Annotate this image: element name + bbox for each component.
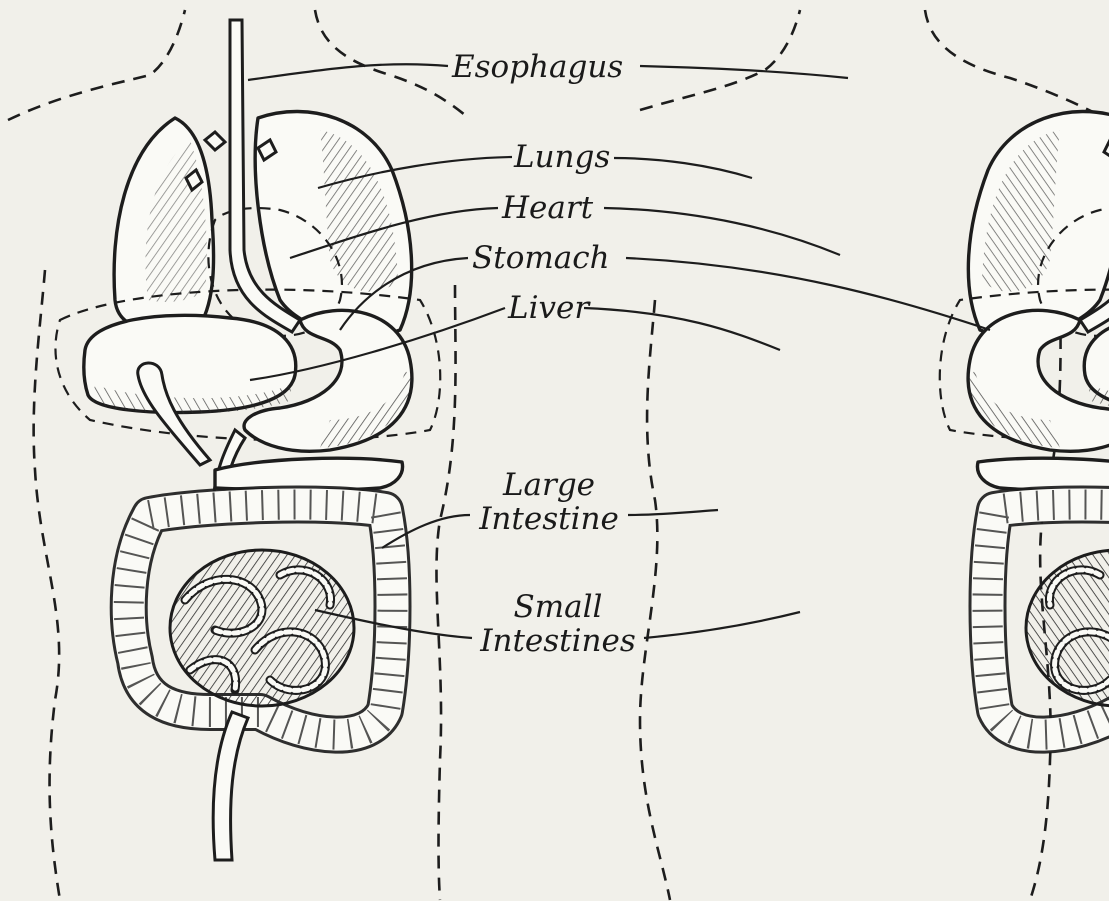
label-small-intestines-line2: Intestines xyxy=(470,624,646,658)
label-esophagus: Esophagus xyxy=(452,50,623,84)
label-small-intestines-line1: Small xyxy=(470,590,646,624)
label-stomach: Stomach xyxy=(472,241,610,275)
liver-leader-right xyxy=(584,308,780,350)
small-intestines-leader-right xyxy=(644,612,800,638)
large-intestine-leader-right xyxy=(628,510,718,515)
heart-leader-right xyxy=(604,208,840,255)
esophagus-leader-left xyxy=(248,64,448,80)
label-large-intestine-line1: Large xyxy=(468,468,630,502)
label-small-intestines: Small Intestines xyxy=(470,590,646,658)
label-liver: Liver xyxy=(508,291,589,325)
label-large-intestine-line2: Intestine xyxy=(468,502,630,536)
label-lungs: Lungs xyxy=(514,140,610,174)
label-heart: Heart xyxy=(502,191,593,225)
label-large-intestine: Large Intestine xyxy=(468,468,630,536)
esophagus-leader-right xyxy=(640,66,848,78)
front-view-torso xyxy=(55,20,440,860)
lungs-leader-right xyxy=(614,158,752,178)
rear-view-torso xyxy=(940,20,1109,860)
